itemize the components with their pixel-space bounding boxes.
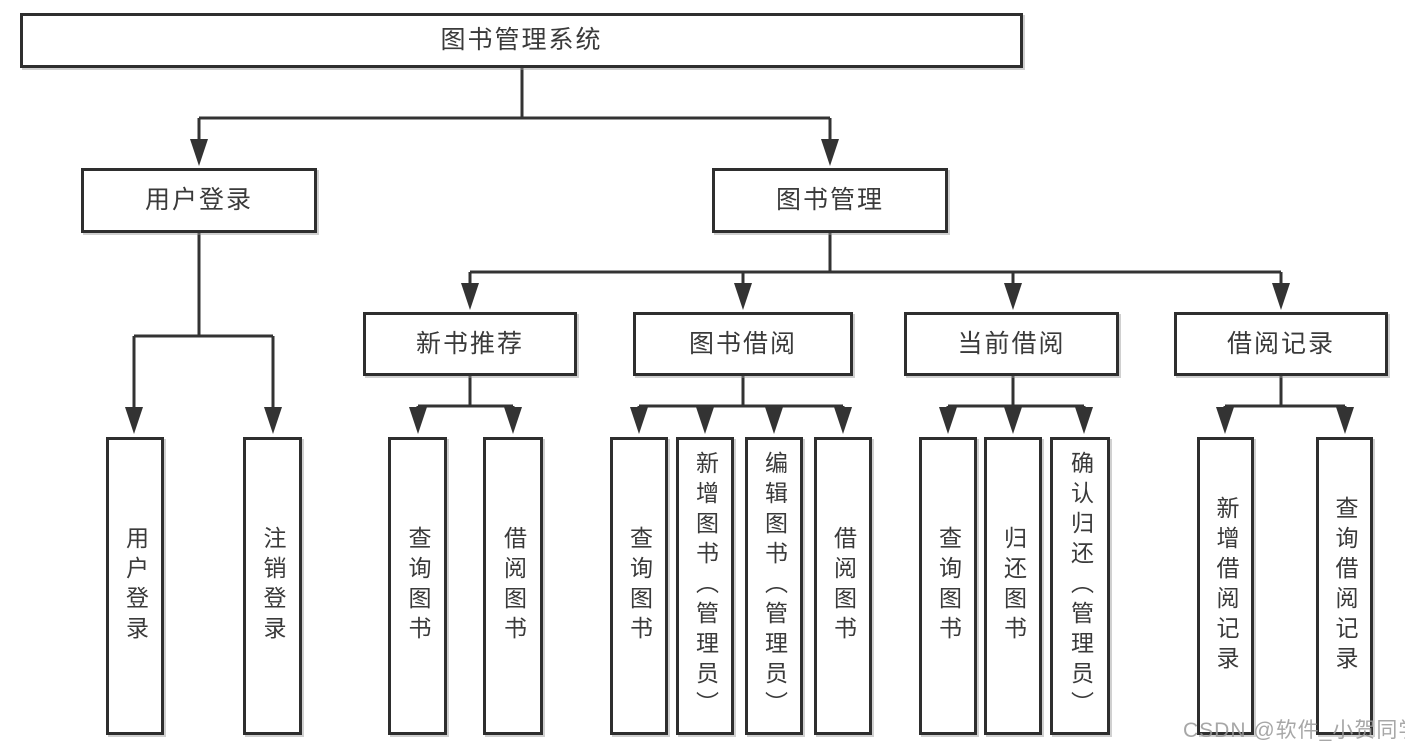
leaf-current-return-books: 归还图书 — [984, 437, 1042, 735]
node-new-book-recommendation-label: 新书推荐 — [415, 329, 524, 358]
node-user-login: 用户登录 — [81, 168, 317, 233]
leaf-newbook-borrow-books: 借阅图书 — [483, 437, 543, 735]
connector-userlogin-to-leaves — [125, 231, 282, 434]
node-book-borrowing-label: 图书借阅 — [688, 329, 797, 358]
leaf-newbook-query-books: 查询图书 — [388, 437, 447, 735]
node-library-management-system: 图书管理系统 — [20, 13, 1023, 68]
leaf-current-confirm-return-admin-label: 确认归还（管理员） — [1067, 451, 1094, 721]
leaf-current-query-books: 查询图书 — [919, 437, 977, 735]
connector-bookmgmt-to-level3 — [461, 231, 1290, 310]
node-book-management: 图书管理 — [712, 168, 948, 233]
leaf-newbook-borrow-books-label: 借阅图书 — [500, 526, 527, 646]
node-library-management-system-label: 图书管理系统 — [440, 26, 603, 54]
csdn-watermark: CSDN @软件_小贺同学 — [1183, 719, 1405, 742]
leaf-current-return-books-label: 归还图书 — [1000, 526, 1027, 646]
connector-records-to-leaves — [1216, 374, 1354, 434]
connector-newbook-to-leaves — [409, 374, 522, 434]
leaf-current-confirm-return-admin: 确认归还（管理员） — [1050, 437, 1110, 735]
connector-current-to-leaves — [939, 374, 1093, 434]
leaf-borrowing-query-books-label: 查询图书 — [626, 526, 653, 646]
node-borrowing-records: 借阅记录 — [1174, 312, 1388, 376]
node-book-management-label: 图书管理 — [775, 186, 884, 214]
node-new-book-recommendation: 新书推荐 — [363, 312, 577, 376]
leaf-newbook-query-books-label: 查询图书 — [405, 526, 431, 646]
leaf-borrowing-query-books: 查询图书 — [610, 437, 668, 735]
leaf-borrowing-add-books-admin: 新增图书（管理员） — [676, 437, 734, 735]
node-current-borrowing-label: 当前借阅 — [957, 329, 1066, 358]
node-user-login-label: 用户登录 — [144, 186, 253, 214]
node-book-borrowing: 图书借阅 — [633, 312, 853, 376]
node-current-borrowing: 当前借阅 — [904, 312, 1119, 376]
leaf-logout-label: 注销登录 — [260, 526, 286, 646]
leaf-current-query-books-label: 查询图书 — [935, 526, 962, 646]
leaf-borrowing-edit-books-admin: 编辑图书（管理员） — [745, 437, 803, 735]
connector-borrowing-to-leaves — [630, 374, 852, 434]
leaf-logout: 注销登录 — [243, 437, 302, 735]
leaf-records-query-record-label: 查询借阅记录 — [1332, 496, 1358, 676]
leaf-records-query-record: 查询借阅记录 — [1316, 437, 1373, 735]
connector-root-to-level2 — [190, 66, 839, 166]
leaf-borrowing-borrow-books: 借阅图书 — [814, 437, 872, 735]
leaf-records-add-record: 新增借阅记录 — [1197, 437, 1254, 735]
leaf-records-add-record-label: 新增借阅记录 — [1213, 496, 1239, 676]
leaf-borrowing-add-books-admin-label: 新增图书（管理员） — [692, 451, 719, 721]
node-borrowing-records-label: 借阅记录 — [1226, 329, 1335, 358]
leaf-borrowing-edit-books-admin-label: 编辑图书（管理员） — [761, 451, 788, 721]
leaf-user-login: 用户登录 — [106, 437, 164, 735]
leaf-borrowing-borrow-books-label: 借阅图书 — [830, 526, 857, 646]
leaf-user-login-label: 用户登录 — [122, 526, 149, 646]
